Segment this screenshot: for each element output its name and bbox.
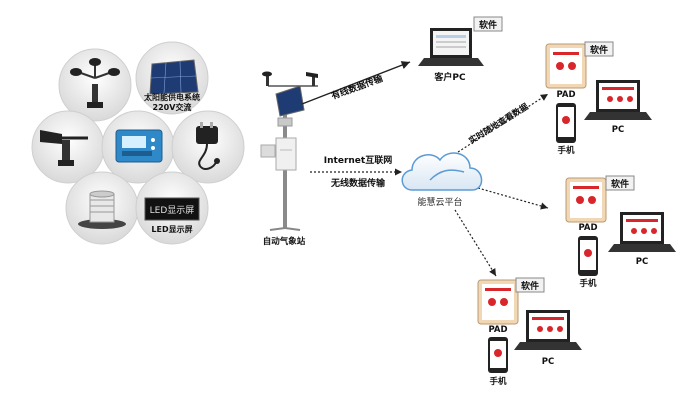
weather-station: 自动气象站 — [260, 71, 318, 247]
pc-label-1: PC — [612, 125, 624, 135]
cloud-to-middle-link — [477, 187, 549, 210]
pad-icon — [565, 177, 607, 223]
datalogger-icon — [115, 129, 163, 163]
client-software-label: 软件 — [479, 19, 497, 31]
software-label-3: 软件 — [521, 280, 539, 292]
wind-vane-circle — [31, 110, 105, 184]
device-group-3: 软件 PAD 手机 PC — [477, 277, 582, 387]
client-laptop-icon — [418, 28, 484, 66]
device-group-1: 软件 PAD 手机 PC — [545, 41, 652, 156]
cloud-to-bottom-link — [454, 209, 497, 277]
adapter-circle — [171, 110, 245, 184]
datalogger-circle — [101, 110, 175, 184]
led-screen-label: LED显示屏 — [151, 225, 192, 234]
phone-label-2: 手机 — [579, 278, 597, 289]
pad-icon — [477, 279, 519, 325]
wireless-label: 无线数据传输 — [330, 177, 386, 189]
internet-label: Internet互联网 — [324, 154, 392, 166]
cloud-label: 能慧云平台 — [417, 196, 462, 208]
sensor-cluster: 太阳能供电系统 220V交流 — [31, 41, 245, 245]
laptop-icon — [584, 80, 652, 120]
pc-label-3: PC — [542, 357, 554, 367]
realtime-label: 实时随地查看数据 — [467, 101, 531, 147]
solar-circle: 太阳能供电系统 220V交流 — [135, 41, 209, 115]
pc-label-2: PC — [636, 257, 648, 267]
software-label-2: 软件 — [611, 178, 629, 190]
cloud-icon — [401, 152, 483, 191]
phone-label-3: 手机 — [489, 376, 507, 387]
pad-label-1: PAD — [556, 90, 575, 100]
pad-label-2: PAD — [578, 223, 597, 233]
shutter-sensor-circle — [65, 171, 139, 245]
pad-icon — [545, 43, 587, 89]
ac-label: 220V交流 — [153, 102, 192, 112]
laptop-icon — [608, 212, 676, 252]
shutter-sensor-icon — [78, 190, 126, 229]
phone-icon — [578, 236, 598, 276]
power-adapter-icon — [196, 122, 220, 170]
led-screen-text: LED显示屏 — [150, 205, 195, 216]
station-wind-sensors-icon — [262, 71, 318, 87]
anemometer-circle — [58, 48, 132, 122]
client-pc: 软件 客户PC — [418, 16, 503, 83]
station-label: 自动气象站 — [263, 236, 306, 247]
solar-label: 太阳能供电系统 — [143, 92, 200, 102]
laptop-icon — [514, 310, 582, 350]
software-label-1: 软件 — [590, 44, 608, 56]
cloud-platform: 能慧云平台 — [401, 152, 483, 208]
pad-label-3: PAD — [488, 325, 507, 335]
realtime-link: 实时随地查看数据 — [457, 93, 549, 153]
wired-link: 有线数据传输 — [301, 61, 411, 105]
client-pc-label: 客户PC — [433, 71, 466, 83]
device-group-2: 软件 PAD 手机 PC — [565, 175, 676, 289]
phone-icon — [556, 103, 576, 143]
phone-label-1: 手机 — [557, 145, 575, 156]
station-solar-panel-icon — [275, 85, 305, 117]
wind-vane-icon — [40, 130, 88, 166]
solar-panel-icon — [149, 59, 199, 95]
phone-icon — [488, 337, 508, 373]
wireless-link: Internet互联网 无线数据传输 — [310, 154, 402, 189]
led-screen-circle: LED显示屏 LED显示屏 — [135, 171, 209, 245]
anemometer-icon — [70, 58, 120, 108]
station-cabinet-icon — [275, 137, 297, 171]
wired-label: 有线数据传输 — [330, 72, 386, 102]
